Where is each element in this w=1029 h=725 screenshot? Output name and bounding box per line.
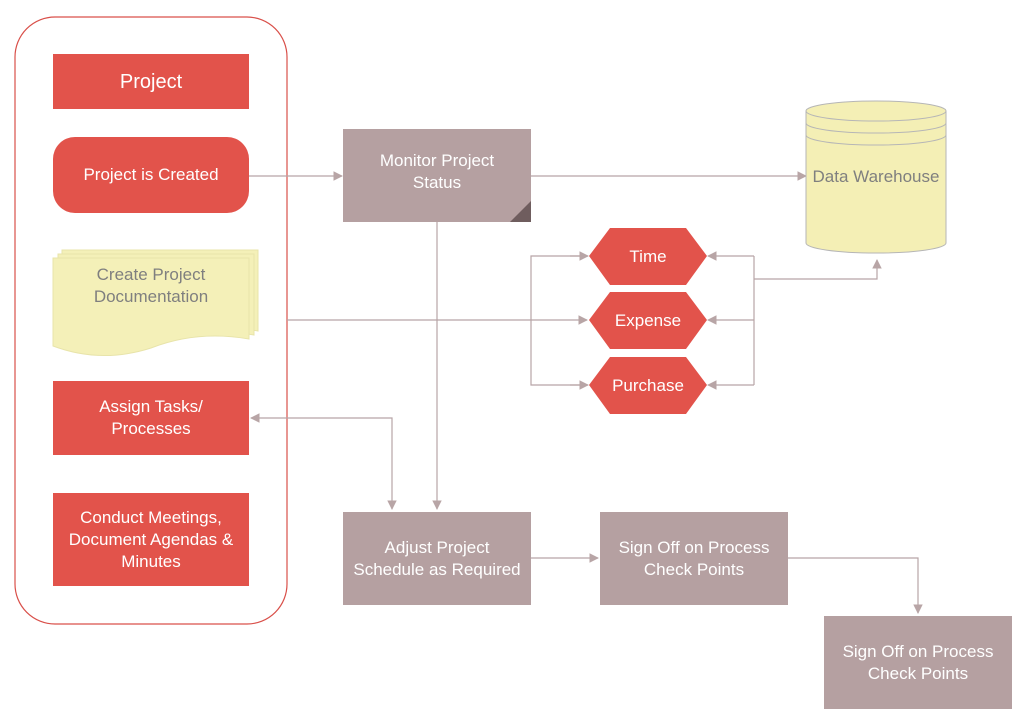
sign-off-box-1[interactable]: Sign Off on Process Check Points	[600, 512, 788, 605]
connector-signoff-to-signoff	[788, 557, 923, 614]
time-label: Time	[629, 246, 667, 266]
sign-off-label-1: Sign Off on Process Check Points	[618, 537, 770, 579]
expense-label: Expense	[614, 310, 682, 330]
purchase-label: Purchase	[612, 375, 684, 395]
documentation-label: Create Project Documentation	[93, 265, 209, 306]
data-warehouse-label: Data Warehouse	[812, 167, 940, 186]
monitor-status-box[interactable]: Monitor Project Status	[343, 129, 531, 222]
project-header-box[interactable]: Project	[53, 54, 249, 109]
project-created-terminator[interactable]: Project is Created	[53, 137, 249, 213]
sign-off-label-2: Sign Off on Process Check Points	[842, 641, 994, 683]
adjust-schedule-box[interactable]: Adjust Project Schedule as Required	[343, 512, 531, 605]
sign-off-box-2[interactable]: Sign Off on Process Check Points	[824, 616, 1012, 709]
connector-assign-adjust	[250, 413, 397, 510]
assign-tasks-box[interactable]: Assign Tasks/ Processes	[53, 381, 249, 455]
conduct-meetings-label: Conduct Meetings, Document Agendas & Min…	[68, 507, 234, 571]
monitor-status-label: Monitor Project Status	[379, 150, 495, 192]
project-created-label: Project is Created	[83, 165, 219, 184]
conduct-meetings-box[interactable]: Conduct Meetings, Document Agendas & Min…	[53, 493, 249, 586]
connector-left-bracket	[530, 255, 587, 386]
adjust-schedule-label: Adjust Project Schedule as Required	[353, 537, 521, 579]
connector-bracket-to-warehouse	[754, 259, 882, 280]
assign-tasks-label: Assign Tasks/ Processes	[99, 397, 203, 438]
project-header-label: Project	[119, 70, 183, 93]
